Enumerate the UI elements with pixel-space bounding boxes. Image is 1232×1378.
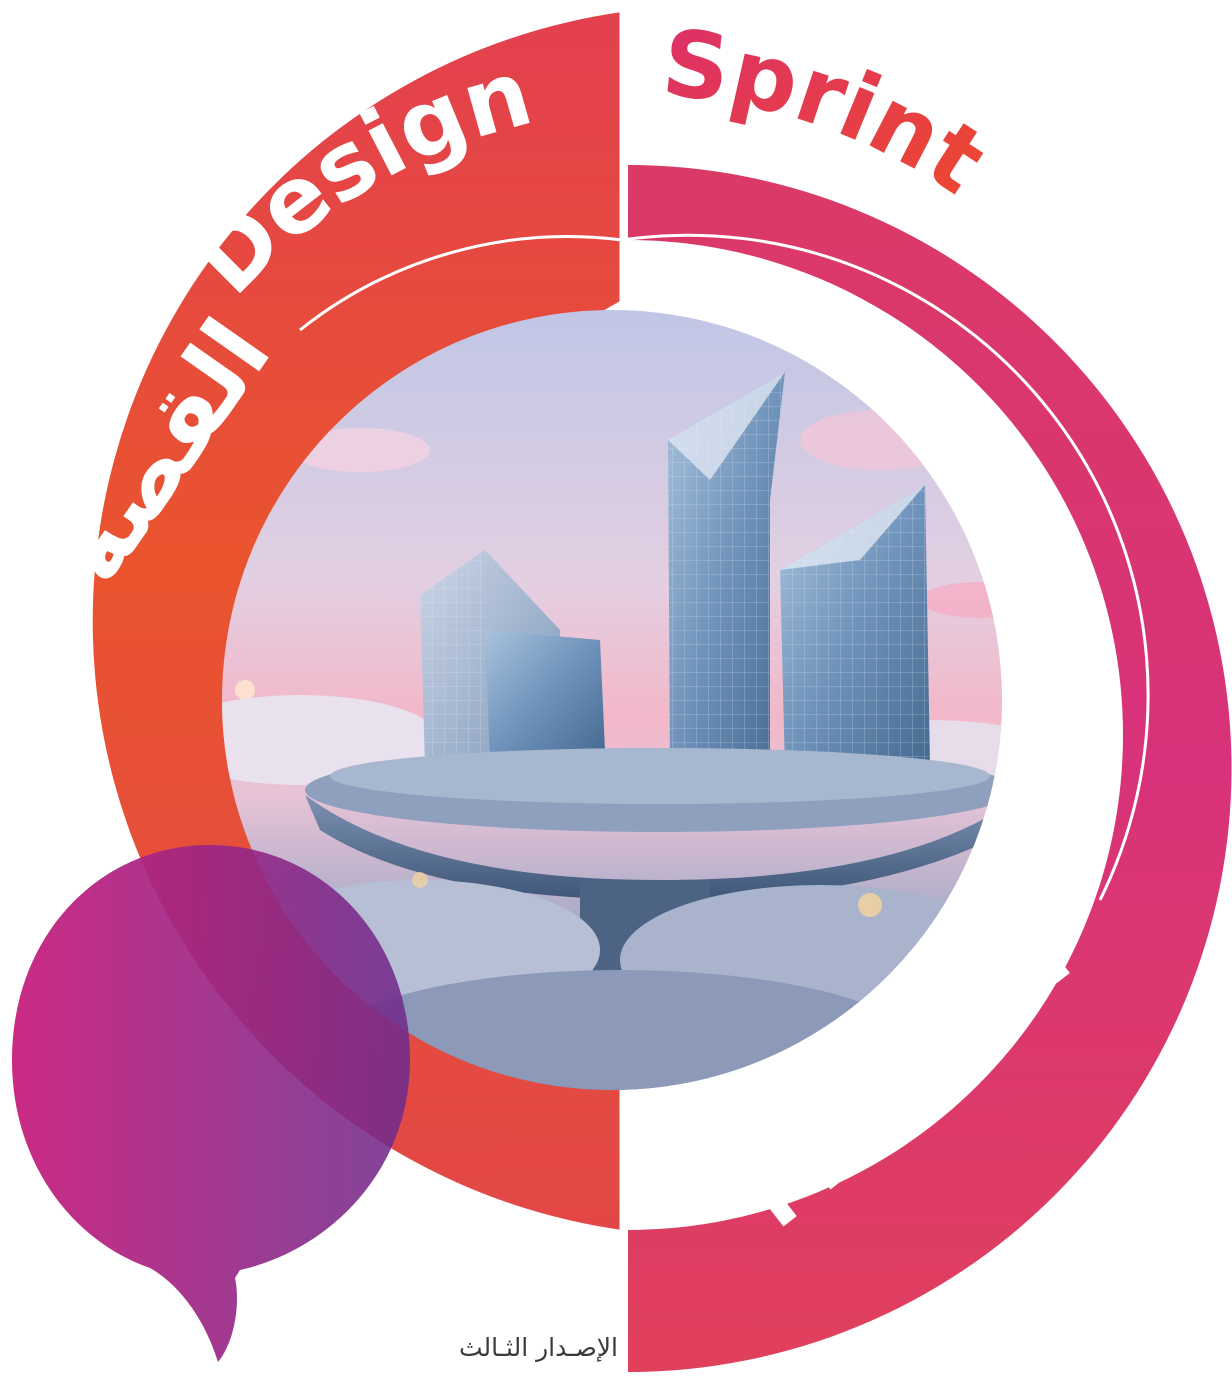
edition-label: الإصـدار الثـالث: [458, 1333, 618, 1362]
speech-bubble-shape: [12, 845, 410, 1362]
central-photo: [222, 310, 1002, 1090]
right-half-ring: [628, 165, 1232, 1372]
